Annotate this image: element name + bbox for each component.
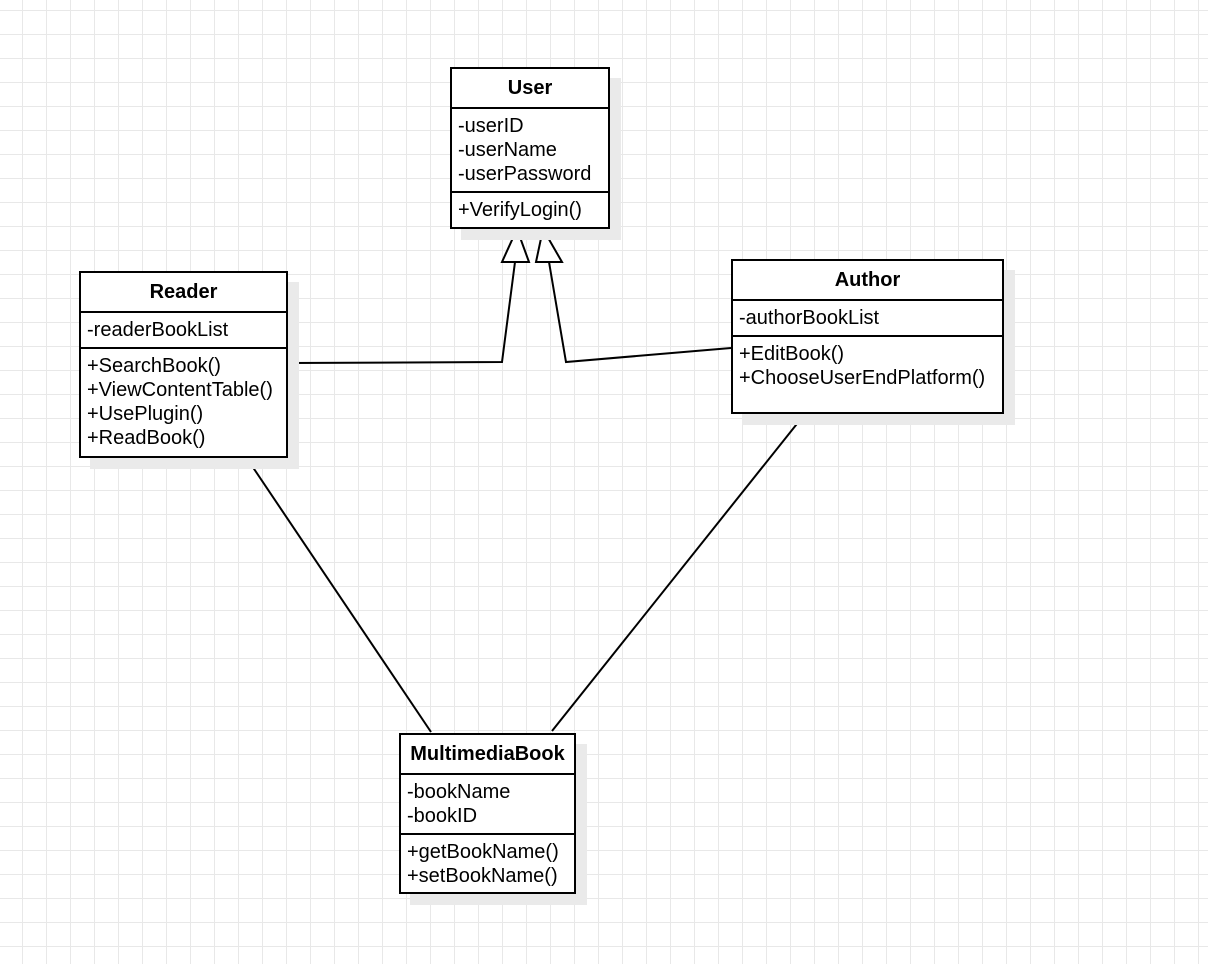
reader-class[interactable]: Reader -readerBookList +SearchBook() +Vi… xyxy=(79,271,288,458)
attribute: -userPassword xyxy=(458,163,592,185)
association-edge-reader-book[interactable] xyxy=(245,456,432,733)
class-name: Author xyxy=(733,261,1002,301)
user-class[interactable]: User -userID -userName -userPassword +Ve… xyxy=(450,67,610,229)
attribute: -readerBookList xyxy=(87,319,229,341)
attribute: -userName xyxy=(458,139,557,161)
inheritance-arrowhead-reader xyxy=(500,226,531,263)
attributes-section: -readerBookList xyxy=(81,313,286,349)
attribute: -userID xyxy=(458,115,524,137)
methods-section: +EditBook() +ChooseUserEndPlatform() xyxy=(733,337,1002,395)
methods-section: +VerifyLogin() xyxy=(452,193,608,227)
method: +ViewContentTable() xyxy=(87,379,273,401)
association-edge-author-book[interactable] xyxy=(551,414,805,732)
method: +UsePlugin() xyxy=(87,403,204,425)
class-name: User xyxy=(452,69,608,109)
attributes-section: -userID -userName -userPassword xyxy=(452,109,608,193)
methods-section: +SearchBook() +ViewContentTable() +UsePl… xyxy=(81,349,286,455)
method: +getBookName() xyxy=(407,841,559,863)
inheritance-arrowhead-author xyxy=(534,226,564,263)
method: +SearchBook() xyxy=(87,355,221,377)
attribute: -bookName xyxy=(407,781,511,803)
method: +ChooseUserEndPlatform() xyxy=(739,367,986,389)
attribute: -authorBookList xyxy=(739,307,880,329)
class-name: MultimediaBook xyxy=(401,735,574,775)
author-class[interactable]: Author -authorBookList +EditBook() +Choo… xyxy=(731,259,1004,414)
attributes-section: -bookName -bookID xyxy=(401,775,574,835)
method: +VerifyLogin() xyxy=(458,199,582,221)
method: +setBookName() xyxy=(407,865,558,887)
generalization-edge-author-user[interactable] xyxy=(548,261,732,364)
generalization-edge-reader-user[interactable] xyxy=(288,261,516,364)
class-name: Reader xyxy=(81,273,286,313)
multimedia-book-class[interactable]: MultimediaBook -bookName -bookID +getBoo… xyxy=(399,733,576,894)
method: +EditBook() xyxy=(739,343,845,365)
methods-section: +getBookName() +setBookName() xyxy=(401,835,574,893)
attribute: -bookID xyxy=(407,805,478,827)
method: +ReadBook() xyxy=(87,427,206,449)
attributes-section: -authorBookList xyxy=(733,301,1002,337)
